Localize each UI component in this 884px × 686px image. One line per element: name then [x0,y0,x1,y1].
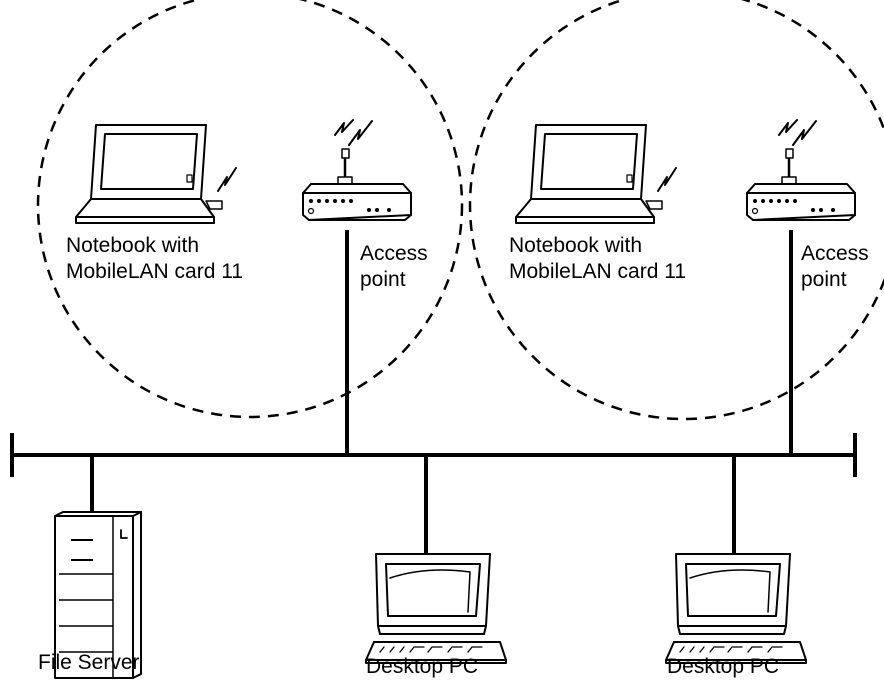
svg-text:MobileLAN card 11: MobileLAN card 11 [66,260,243,283]
file-server [54,511,142,679]
access-point-icon [746,119,856,221]
svg-text:Notebook with: Notebook with [66,234,199,257]
coverage-area-2 [468,0,884,421]
file-server-label: File Server [38,651,140,674]
desktop-pc-label-2: Desktop PC [667,655,779,678]
coverage-area-1 [36,0,464,419]
svg-text:point: point [801,268,847,291]
notebook-icon [515,124,677,224]
access-point-label-2: Access point [801,242,869,291]
desktop-pc-icon [665,553,807,664]
access-point-label-1: Access point [360,242,428,291]
desktop-pc-icon [365,553,507,664]
desktop-pc-2 [665,553,807,664]
notebook-1 [75,124,237,224]
notebook-label-2: Notebook with MobileLAN card 11 [509,234,686,283]
notebook-label-1: Notebook with MobileLAN card 11 [66,234,243,283]
svg-text:Access: Access [360,242,428,265]
svg-text:Notebook with: Notebook with [509,234,642,257]
drop-cables [90,230,793,555]
svg-text:Access: Access [801,242,869,265]
notebook-icon [75,124,237,224]
notebook-2 [515,124,677,224]
desktop-pc-label-1: Desktop PC [366,655,478,678]
access-point-icon [302,119,412,221]
access-point-2 [746,119,856,221]
desktop-pc-1 [365,553,507,664]
access-point-1 [302,119,412,221]
network-backbone [10,433,857,477]
svg-text:MobileLAN card 11: MobileLAN card 11 [509,260,686,283]
file-server-icon [54,511,142,679]
svg-text:point: point [360,268,406,291]
